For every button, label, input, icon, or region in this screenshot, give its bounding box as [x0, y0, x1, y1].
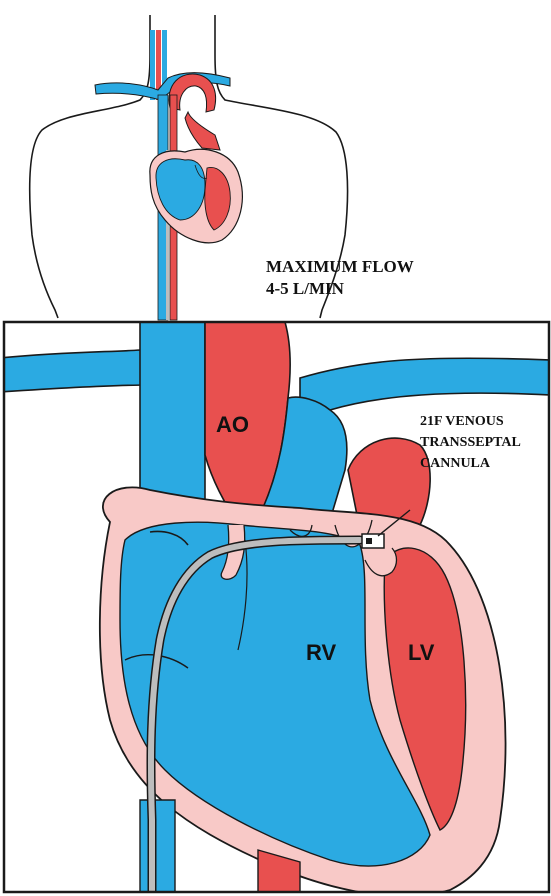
cannula-tip — [362, 534, 384, 548]
cannula-label-line1: 21F VENOUS — [420, 414, 504, 429]
aorta-label: AO — [216, 412, 249, 437]
cannula-label-line3: CANNULA — [420, 456, 491, 471]
cannula-label-line2: TRANSSEPTAL — [420, 435, 521, 450]
flow-value: 4-5 L/MIN — [266, 279, 345, 298]
lv-label: LV — [408, 640, 435, 665]
flow-title: MAXIMUM FLOW — [266, 257, 414, 276]
heart-closeup — [0, 322, 551, 896]
rv-label: RV — [306, 640, 336, 665]
